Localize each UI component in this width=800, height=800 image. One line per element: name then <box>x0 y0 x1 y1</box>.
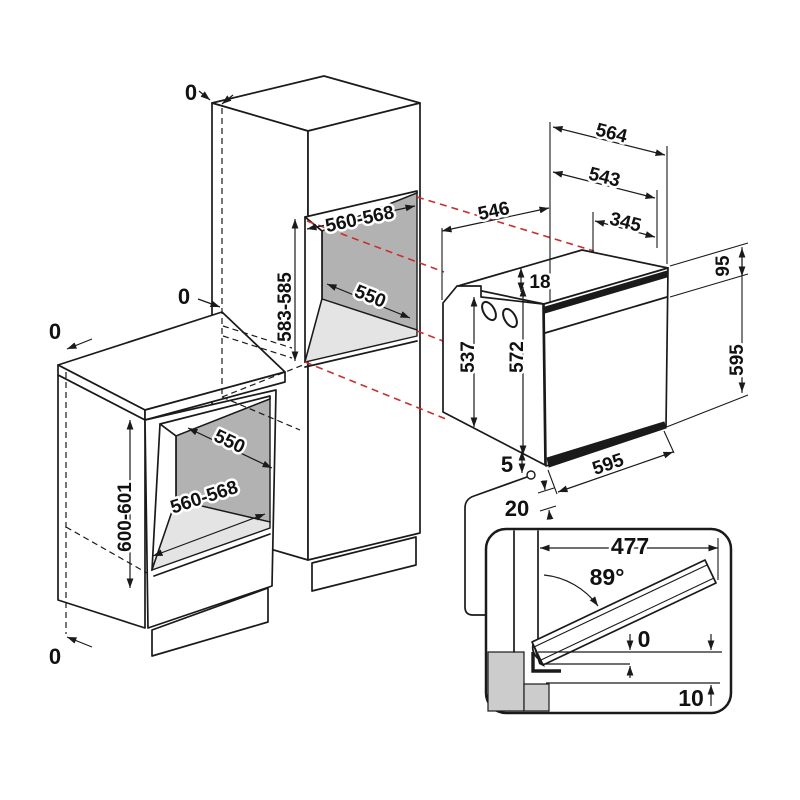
dim-oven-bottom-lip: 5 <box>501 452 513 477</box>
door-hinge-shadow <box>533 645 545 667</box>
oven-left-panel <box>442 285 546 466</box>
dim-base-zero-bottom: 0 <box>49 644 61 669</box>
vent-slot-left <box>481 300 497 322</box>
dim-oven-frame-height: 572 <box>507 341 528 373</box>
dim-base-zero-top: 0 <box>49 319 61 344</box>
dim-oven-front-width: 595 <box>590 450 627 480</box>
cabinet-edge-section <box>531 652 561 673</box>
cabinet-section-block-left <box>487 651 525 712</box>
control-panel-divider <box>544 296 668 334</box>
dim-tall-zero-join: 0 <box>178 284 190 309</box>
counter-front-band <box>144 371 286 421</box>
door-detail-inset <box>464 476 733 715</box>
dim-oven-panel-height: 95 <box>713 255 734 277</box>
hidden-edges <box>65 108 304 634</box>
cabinet-dimensions <box>66 90 416 648</box>
dim-oven-inner-width: 543 <box>586 164 622 192</box>
vent-slot-right <box>502 307 518 329</box>
dim-open-angle: 89° <box>590 564 625 590</box>
open-door <box>531 559 717 666</box>
dim-door-length: 477 <box>611 533 649 559</box>
tall-cabinet-plinth <box>311 536 417 592</box>
dim-oven-overall-height: 595 <box>727 344 748 376</box>
dim-tall-zero-top: 0 <box>185 80 197 105</box>
dim-tall-niche-height: 583-585 <box>275 272 296 342</box>
callout-line <box>464 476 528 616</box>
base-cabinet <box>57 311 286 657</box>
oven <box>442 249 669 468</box>
tall-niche-floor-edge <box>304 340 418 368</box>
angle-arc <box>543 574 599 607</box>
dim-floor-clearance: 10 <box>678 685 704 711</box>
oven-top-trim <box>544 270 668 314</box>
dim-flush-gap: 0 <box>638 626 651 652</box>
dim-oven-door-gap: 20 <box>505 496 529 521</box>
dim-oven-body-depth: 546 <box>476 198 511 225</box>
dim-oven-top-depth: 345 <box>607 209 643 237</box>
cabinet-section-block-step <box>523 683 550 712</box>
dim-oven-overall-width: 564 <box>593 120 629 148</box>
dim-oven-frame-lip: 18 <box>529 272 550 293</box>
base-cabinet-plinth <box>151 587 269 657</box>
base-cabinet-left-face <box>57 374 146 629</box>
oven-dimensions <box>441 122 749 520</box>
dim-base-niche-height: 600-601 <box>115 482 136 552</box>
callout-circle <box>526 470 536 480</box>
dim-oven-body-height: 537 <box>458 341 479 373</box>
